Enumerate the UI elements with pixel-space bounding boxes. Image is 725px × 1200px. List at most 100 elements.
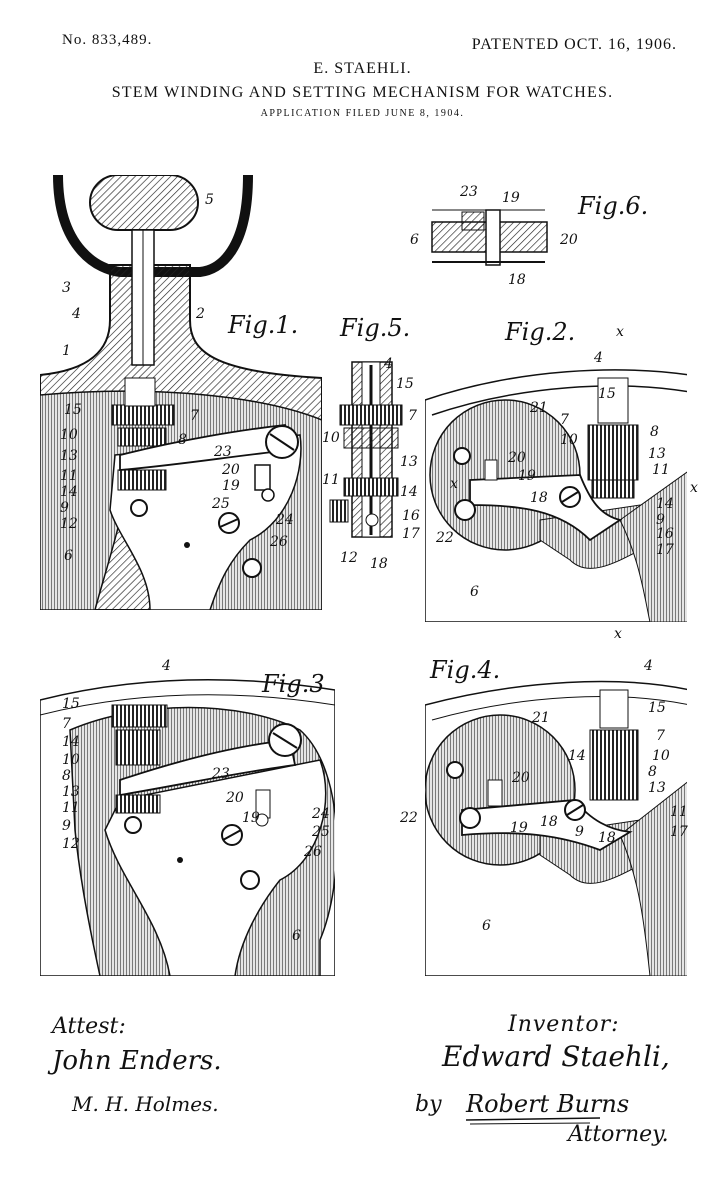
svg-text:14: 14 xyxy=(62,734,80,750)
svg-text:9: 9 xyxy=(575,824,584,840)
svg-text:4: 4 xyxy=(383,356,393,372)
svg-text:x: x xyxy=(690,480,698,496)
svg-text:22: 22 xyxy=(435,530,454,546)
svg-text:10: 10 xyxy=(62,752,80,768)
svg-text:2: 2 xyxy=(195,306,205,322)
patent-title: STEM WINDING AND SETTING MECHANISM FOR W… xyxy=(111,84,614,101)
svg-text:20: 20 xyxy=(507,450,526,466)
svg-text:14: 14 xyxy=(400,484,418,500)
svg-text:7: 7 xyxy=(656,728,665,744)
fig5-label: Fig.5. xyxy=(339,314,410,342)
svg-text:7: 7 xyxy=(560,412,569,428)
fig4-label: Fig.4. xyxy=(429,656,500,684)
inventor-name: E. STAEHLI. xyxy=(313,60,412,77)
svg-text:18: 18 xyxy=(530,490,548,506)
svg-text:x: x xyxy=(614,626,622,642)
witness-signature-1: John Enders. xyxy=(52,1046,222,1076)
svg-text:9: 9 xyxy=(62,818,71,834)
svg-text:10: 10 xyxy=(322,430,340,446)
svg-text:6: 6 xyxy=(482,918,491,934)
svg-text:13: 13 xyxy=(648,780,666,796)
svg-text:21: 21 xyxy=(531,710,550,726)
svg-text:26: 26 xyxy=(269,534,288,550)
svg-text:16: 16 xyxy=(656,526,674,542)
svg-text:6: 6 xyxy=(410,232,419,248)
svg-text:16: 16 xyxy=(402,508,420,524)
patent-number: No. 833,489. xyxy=(62,32,153,48)
svg-text:8: 8 xyxy=(648,764,657,780)
svg-text:10: 10 xyxy=(652,748,670,764)
fig1-label: Fig.1. xyxy=(227,311,298,339)
application-filed: APPLICATION FILED JUNE 8, 1904. xyxy=(260,108,465,119)
figure-6: Fig.6. 23 19 6 20 18 xyxy=(410,184,648,288)
fig4-part-labels: 4 15 7 21 14 10 8 20 13 22 19 18 9 11 18… xyxy=(399,658,688,934)
svg-text:23: 23 xyxy=(211,766,230,782)
svg-text:24: 24 xyxy=(275,512,294,528)
svg-text:8: 8 xyxy=(62,768,71,784)
svg-text:23: 23 xyxy=(213,444,232,460)
svg-text:20: 20 xyxy=(225,790,244,806)
svg-text:17: 17 xyxy=(402,526,420,542)
svg-text:18: 18 xyxy=(370,556,388,572)
svg-text:13: 13 xyxy=(60,448,78,464)
svg-text:19: 19 xyxy=(222,478,240,494)
fig6-label: Fig.6. xyxy=(577,192,648,220)
svg-text:18: 18 xyxy=(540,814,558,830)
attorney-label: Attorney. xyxy=(568,1122,669,1147)
svg-text:14: 14 xyxy=(60,484,78,500)
svg-text:3: 3 xyxy=(62,280,71,296)
svg-text:4: 4 xyxy=(71,306,81,322)
svg-text:21: 21 xyxy=(529,400,548,416)
inventor-signature: Edward Staehli, xyxy=(442,1040,670,1073)
svg-text:11: 11 xyxy=(62,800,80,816)
witness-signature-2: M. H. Holmes. xyxy=(72,1092,219,1116)
svg-text:10: 10 xyxy=(560,432,578,448)
svg-text:13: 13 xyxy=(62,784,80,800)
figure-2: Fig.2. x 4 15 21 7 8 10 13 20 11 19 x x … xyxy=(425,318,698,642)
fig1-part-labels: 5 3 4 2 1 15 7 10 8 13 23 11 20 14 19 9 … xyxy=(60,192,294,564)
svg-text:7: 7 xyxy=(190,408,199,424)
svg-text:15: 15 xyxy=(396,376,414,392)
svg-text:15: 15 xyxy=(648,700,666,716)
svg-text:x: x xyxy=(616,324,624,340)
fig3-part-labels: 4 15 7 14 10 8 13 23 20 11 24 19 9 25 12… xyxy=(62,658,330,944)
svg-text:11: 11 xyxy=(670,804,688,820)
patent-date: PATENTED OCT. 16, 1906. xyxy=(471,36,677,53)
svg-text:19: 19 xyxy=(242,810,260,826)
svg-text:9: 9 xyxy=(656,512,665,528)
svg-text:12: 12 xyxy=(60,516,78,532)
svg-text:7: 7 xyxy=(408,408,417,424)
svg-text:22: 22 xyxy=(399,810,418,826)
svg-text:14: 14 xyxy=(568,748,586,764)
svg-text:4: 4 xyxy=(161,658,171,674)
svg-text:7: 7 xyxy=(62,716,71,732)
svg-text:13: 13 xyxy=(648,446,666,462)
svg-text:20: 20 xyxy=(511,770,530,786)
svg-text:6: 6 xyxy=(470,584,479,600)
fig3-label: Fig.3 xyxy=(261,670,325,698)
svg-text:13: 13 xyxy=(400,454,418,470)
svg-text:11: 11 xyxy=(60,468,78,484)
svg-text:4: 4 xyxy=(643,658,653,674)
svg-text:17: 17 xyxy=(656,542,674,558)
svg-text:19: 19 xyxy=(510,820,528,836)
svg-text:19: 19 xyxy=(518,468,536,484)
svg-text:9: 9 xyxy=(60,500,69,516)
attest-label: Attest: xyxy=(52,1014,126,1039)
svg-text:6: 6 xyxy=(292,928,301,944)
fig5-part-labels: 4 15 7 10 13 11 14 16 17 12 18 xyxy=(322,356,420,572)
svg-text:14: 14 xyxy=(656,496,674,512)
svg-text:12: 12 xyxy=(62,836,80,852)
figure-1: Fig.1. 5 3 4 2 1 15 7 10 8 13 23 11 20 1… xyxy=(40,175,322,610)
svg-text:5: 5 xyxy=(205,192,214,208)
svg-text:1: 1 xyxy=(62,343,71,359)
svg-text:25: 25 xyxy=(211,496,230,512)
signature-underline xyxy=(465,1117,601,1121)
svg-text:15: 15 xyxy=(62,696,80,712)
figure-3: Fig.3 4 15 7 14 10 8 13 23 20 11 24 19 9… xyxy=(40,658,335,976)
svg-text:4: 4 xyxy=(593,350,603,366)
svg-text:20: 20 xyxy=(221,462,240,478)
svg-text:15: 15 xyxy=(64,402,82,418)
svg-text:6: 6 xyxy=(64,548,73,564)
